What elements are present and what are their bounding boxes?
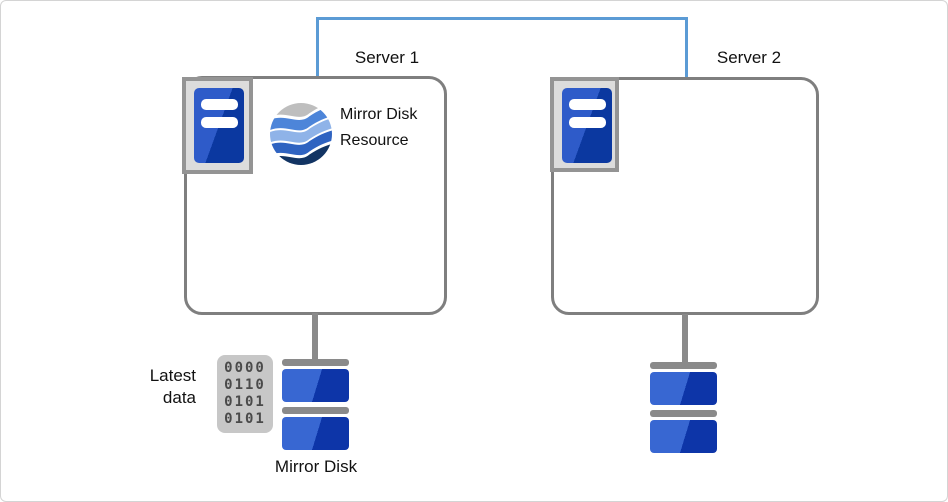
server-icon-slot — [201, 99, 238, 110]
server1-icon-frame — [182, 77, 253, 174]
binary-row: 0110 — [224, 377, 266, 393]
disk-plate — [650, 410, 717, 417]
disk-body — [650, 372, 717, 405]
disk-plate — [650, 362, 717, 369]
disk-body — [282, 417, 349, 450]
disk-stack-icon — [650, 362, 717, 453]
server1-disk-link — [312, 313, 318, 361]
server-icon-slot — [569, 117, 606, 128]
disk-body — [282, 369, 349, 402]
server2-disk-link — [682, 314, 688, 364]
binary-row: 0101 — [224, 411, 266, 427]
server1-label: Server 1 — [354, 48, 420, 67]
disk-plate — [282, 407, 349, 414]
binary-row: 0000 — [224, 360, 266, 376]
server-icon-slot — [569, 99, 606, 110]
server2-icon-frame — [550, 77, 619, 172]
binary-data-icon: 0000 0110 0101 0101 — [217, 355, 273, 433]
disk-plate — [282, 359, 349, 366]
server-icon-slot — [201, 117, 238, 128]
server2-label: Server 2 — [716, 48, 782, 67]
binary-row: 0101 — [224, 394, 266, 410]
disk-stack-icon — [282, 359, 349, 450]
mirror-disk-resource-label: Mirror Disk Resource — [340, 106, 418, 149]
server-interconnect-line — [316, 17, 688, 77]
server-icon — [562, 88, 612, 163]
latest-data-label: Latest data — [149, 366, 196, 407]
mirror-disk-resource-icon — [270, 103, 332, 165]
mirror-disk-label: Mirror Disk — [274, 457, 358, 476]
server-icon — [194, 88, 244, 163]
disk-body — [650, 420, 717, 453]
